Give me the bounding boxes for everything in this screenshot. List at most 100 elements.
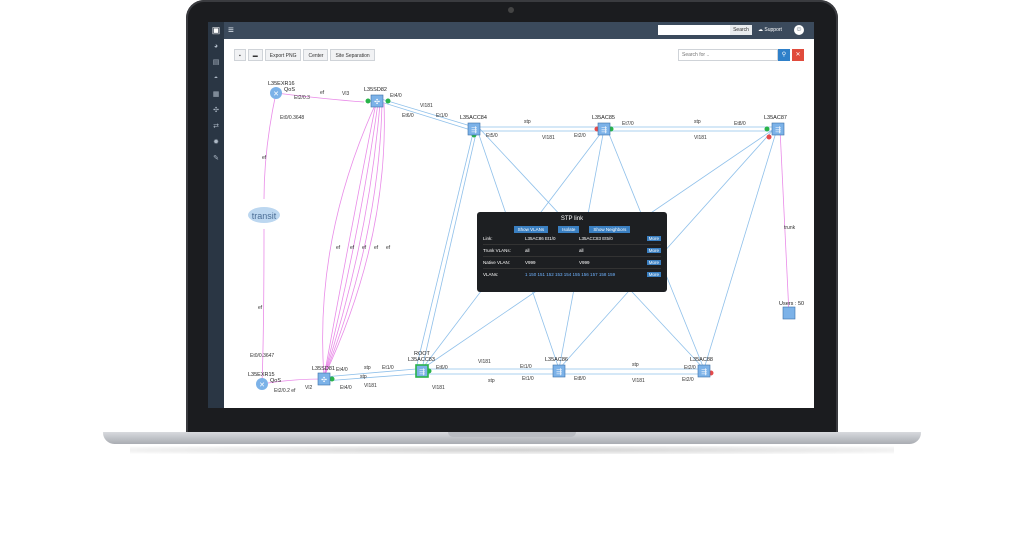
laptop-lid: ▣ ≡ Search ☁ Support ☺ ◕ ▤ ◓ ▦ ✣ ⇄ ✹ ✎ ▪… xyxy=(186,0,838,436)
node-label: L35EXR15 xyxy=(248,372,275,378)
edge-label: Et2/0.3 xyxy=(294,95,310,101)
node-users[interactable]: Users : 50 xyxy=(779,301,804,320)
grid-icon[interactable]: ▦ xyxy=(212,91,220,98)
more-button[interactable]: More xyxy=(646,260,661,265)
popup-row-trunk-vlans: Trunk VLANs: all all More xyxy=(483,245,661,257)
transfer-icon[interactable]: ⇄ xyxy=(213,123,219,130)
qos-label: QoS xyxy=(284,87,295,93)
edge-label: Et1/0 xyxy=(382,365,394,371)
row-label: Trunk VLANs: xyxy=(483,248,511,253)
node-label: L35EXR16 xyxy=(268,81,295,87)
node-l35ac86[interactable]: ⇶ L35AC86 xyxy=(545,357,568,378)
node-l35ac88[interactable]: ⇶ L35AC88 xyxy=(690,357,713,378)
edge-label: Et7/0 xyxy=(622,121,634,127)
edge-label: Et4/0 xyxy=(390,93,402,99)
svg-text:✕: ✕ xyxy=(273,91,279,98)
more-button[interactable]: More xyxy=(646,272,661,277)
popup-actions: Show VLANs Isolate Show Neighbors xyxy=(477,226,667,233)
svg-text:✣: ✣ xyxy=(321,376,327,384)
node-l35sd82[interactable]: ✣ L35SD82 xyxy=(364,87,387,108)
users-label: Users : 50 xyxy=(779,301,804,307)
edge-label: ef xyxy=(350,245,355,251)
camera-icon xyxy=(508,7,514,13)
gear-icon[interactable]: ✹ xyxy=(213,139,219,146)
speedometer-icon[interactable]: ◓ xyxy=(213,75,219,82)
node-l35acc83[interactable]: ⇶ L35ACC83 ROOT xyxy=(408,351,435,378)
popup-row-vlans: VLANs: 1 150 151 152 153 154 155 156 157… xyxy=(483,269,661,280)
edge-label: stp xyxy=(360,374,367,380)
save-icon[interactable]: ▪ xyxy=(234,49,246,61)
node-transit-cloud[interactable]: transit xyxy=(248,207,280,223)
show-neighbors-button[interactable]: Show Neighbors xyxy=(589,226,631,233)
sidebar: ◕ ▤ ◓ ▦ ✣ ⇄ ✹ ✎ xyxy=(208,39,224,408)
show-vlans-button[interactable]: Show VLANs xyxy=(513,226,549,233)
ef-edges xyxy=(261,92,790,385)
row-value-a: V999 xyxy=(525,260,536,265)
menu-toggle-icon[interactable]: ≡ xyxy=(228,25,234,36)
node-l35exr15[interactable]: ✕ L35EXR15 QoS xyxy=(248,372,281,390)
node-label: L35ACC84 xyxy=(460,115,487,121)
edge-label: Vl181 xyxy=(432,385,445,391)
popup-title: STP link xyxy=(560,216,584,222)
folder-icon[interactable]: ▬ xyxy=(247,49,263,61)
svg-text:⇶: ⇶ xyxy=(471,126,477,134)
root-label: ROOT xyxy=(414,351,431,357)
node-l35sd81[interactable]: ✣ L35SD81 xyxy=(312,366,335,386)
edge-label: Vl181 xyxy=(542,135,555,141)
graph-search-input[interactable] xyxy=(678,49,778,61)
node-l35ac87[interactable]: ⇶ L35AC87 xyxy=(764,115,787,136)
close-icon[interactable]: ✕ xyxy=(792,49,804,61)
more-button[interactable]: More xyxy=(646,236,661,241)
edge-label: Vl3 xyxy=(342,91,349,97)
svg-text:⇶: ⇶ xyxy=(556,368,562,376)
support-link[interactable]: ☁ Support xyxy=(758,27,782,33)
edge-label: ef xyxy=(258,305,263,311)
edge-label: Et2/0 xyxy=(684,365,696,371)
row-label: Native VLAN: xyxy=(483,260,511,265)
edge-label: ef xyxy=(374,245,379,251)
node-l35ac85[interactable]: ⇶ L35AC85 xyxy=(592,115,615,136)
node-l35exr16[interactable]: ✕ L35EXR16 QoS xyxy=(268,81,295,99)
document-icon[interactable]: ▤ xyxy=(212,59,220,66)
transit-label: transit xyxy=(252,211,277,221)
edge-label: stp xyxy=(632,362,639,368)
top-search-input[interactable] xyxy=(658,25,734,35)
edge-label: Et6/0 xyxy=(436,365,448,371)
edge-label: Et4/0 xyxy=(336,367,348,373)
edge-label: Et2/0 xyxy=(574,133,586,139)
more-button[interactable]: More xyxy=(646,248,661,253)
edge-label: Et1/0 xyxy=(520,364,532,370)
wrench-icon[interactable]: ✎ xyxy=(213,155,219,162)
user-avatar-icon[interactable]: ☺ xyxy=(794,25,804,35)
edge-label: Et0/0.3648 xyxy=(280,115,304,121)
edge-label: Vl181 xyxy=(420,103,433,109)
edge-label: ef xyxy=(336,245,341,251)
node-label: L35AC86 xyxy=(545,357,568,363)
svg-text:✣: ✣ xyxy=(374,98,380,106)
export-png-button[interactable]: Export PNG xyxy=(264,49,302,61)
topology-graph[interactable]: ✕ L35EXR16 QoS ✣ L35SD82 ⇶ L35ACC84 ⇶ L3… xyxy=(224,39,814,408)
row-value-b: L35ACC83 Et5/0 xyxy=(579,236,613,241)
app-logo-icon[interactable]: ▣ xyxy=(208,22,224,39)
top-search-button[interactable]: Search xyxy=(730,25,752,35)
edge-label: ef xyxy=(320,90,325,96)
search-icon[interactable]: ⚲ xyxy=(778,49,790,61)
site-separation-button[interactable]: Site Separation xyxy=(330,49,375,61)
dashboard-icon[interactable]: ◕ xyxy=(213,43,219,50)
center-button[interactable]: Center xyxy=(303,49,329,61)
network-icon[interactable]: ✣ xyxy=(213,107,219,114)
graph-toolbar: ▪ ▬ Export PNG Center Site Separation xyxy=(234,49,375,61)
isolate-button[interactable]: Isolate xyxy=(558,226,580,233)
edge-label: Et1/0 xyxy=(522,376,534,382)
svg-text:✕: ✕ xyxy=(259,382,265,389)
row-label: Link: xyxy=(483,236,493,241)
edge-label: Vl2 xyxy=(305,385,312,391)
qos-label: QoS xyxy=(270,378,281,384)
top-bar: ▣ ≡ Search ☁ Support ☺ xyxy=(208,22,814,39)
edge-label: ef xyxy=(362,245,367,251)
edge-label: Et1/0 xyxy=(436,113,448,119)
app-screen: ▣ ≡ Search ☁ Support ☺ ◕ ▤ ◓ ▦ ✣ ⇄ ✹ ✎ ▪… xyxy=(208,22,814,408)
edge-label: Et2/0 xyxy=(682,377,694,383)
svg-text:⇶: ⇶ xyxy=(601,126,607,134)
node-l35acc84[interactable]: ⇶ L35ACC84 xyxy=(460,115,487,136)
